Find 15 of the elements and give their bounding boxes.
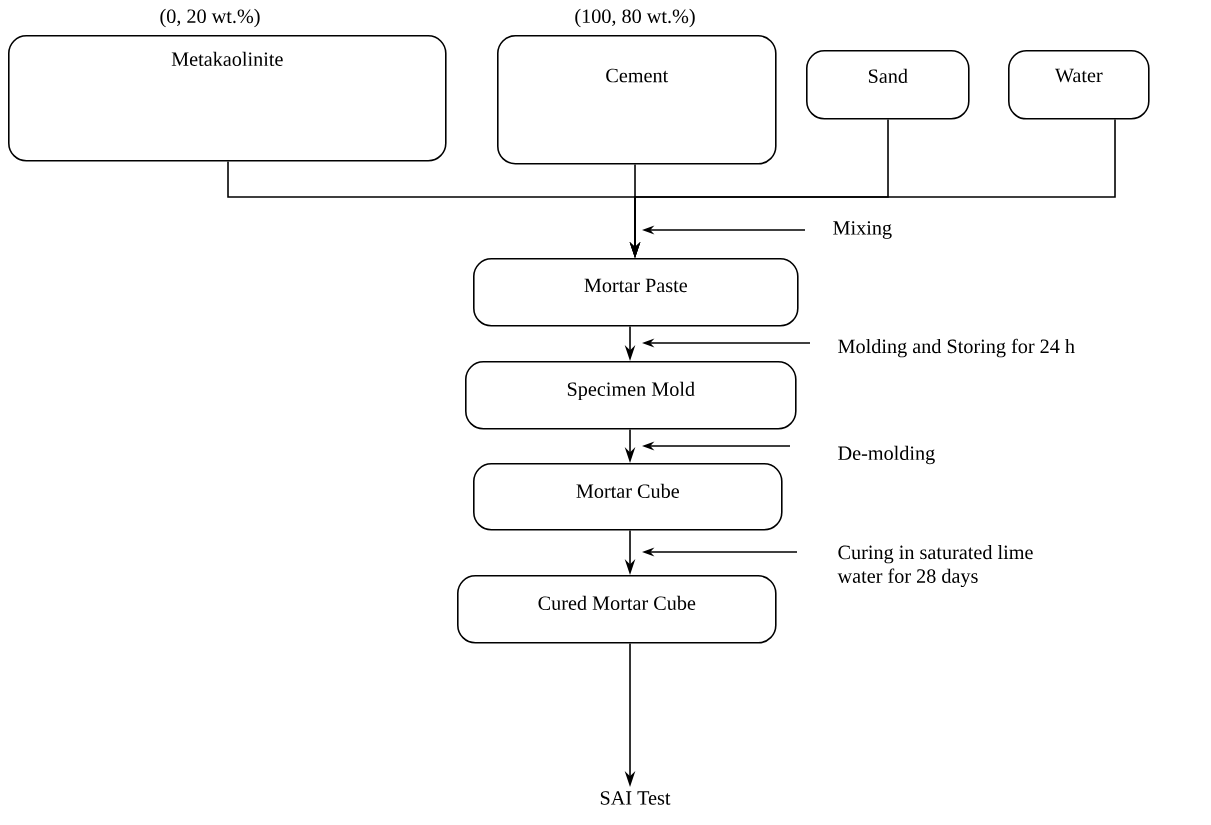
step-label: Mixing <box>833 221 892 239</box>
process-box: Metakaolinite <box>8 35 447 162</box>
amount-label: (100, 80 wt.%) <box>575 8 695 28</box>
step-label: Molding and Storing for 24 h <box>838 338 1075 358</box>
process-box: Water <box>1008 50 1150 120</box>
process-box: Cement <box>497 35 777 165</box>
step-label: Curing in saturated lime water for 28 days <box>837 544 1033 588</box>
process-box: Specimen Mold <box>465 361 797 430</box>
process-box: Cured Mortar Cube <box>457 575 777 644</box>
process-box: Sand <box>806 50 970 120</box>
process-box: Mortar Cube <box>473 463 783 531</box>
amount-label: (0, 20 wt.%) <box>160 8 260 28</box>
step-label: De-molding <box>838 445 935 465</box>
result-label: SAI Test <box>600 791 671 805</box>
process-box: Mortar Paste <box>473 258 799 327</box>
